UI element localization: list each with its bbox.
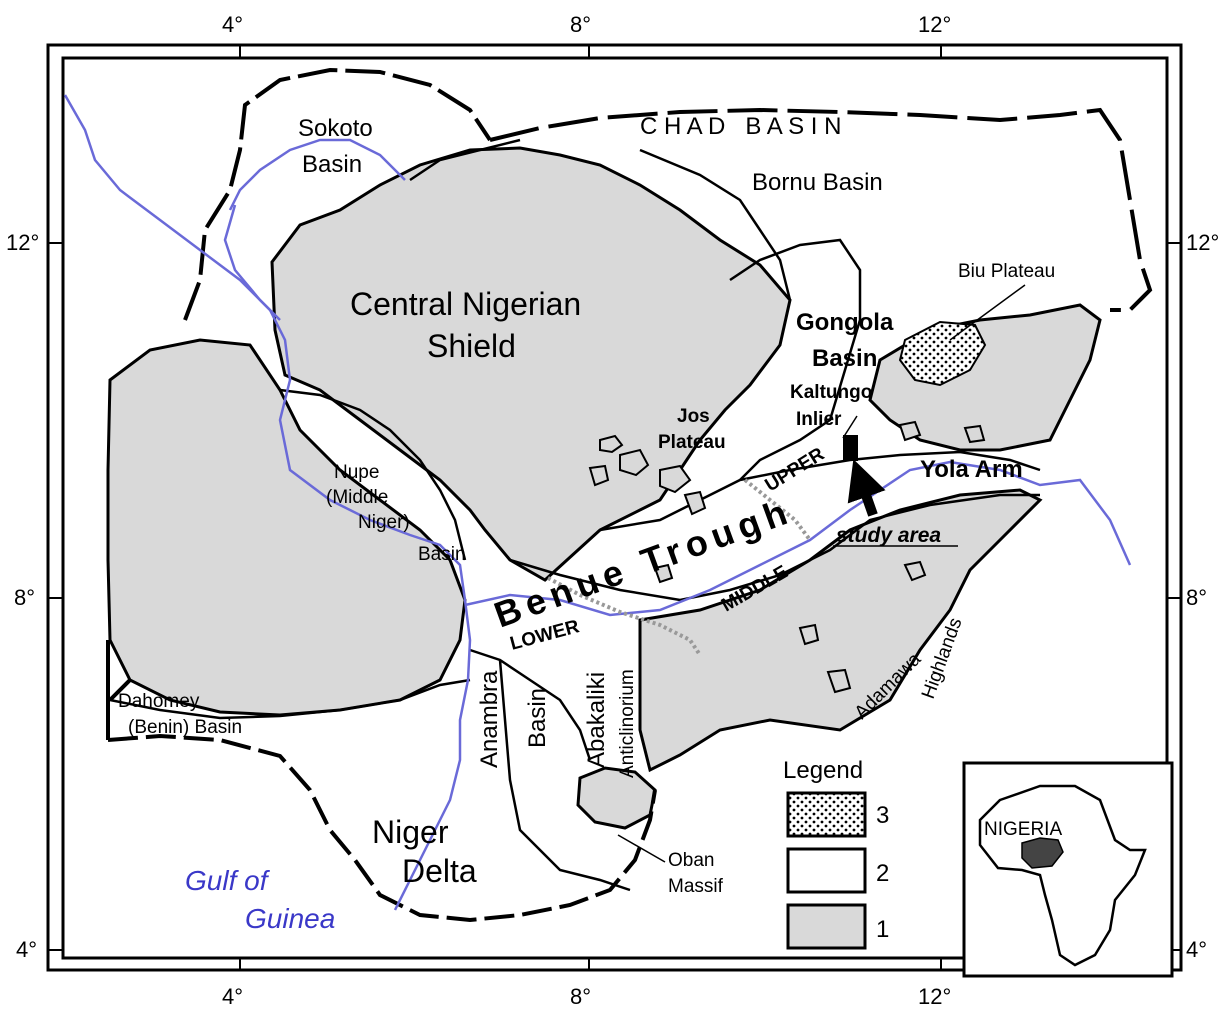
southwest-coast [107, 733, 657, 923]
lower-middle-divide [547, 576, 702, 657]
study-area-box [843, 435, 858, 461]
trough-north-edge [599, 450, 1041, 532]
legend-swatch-3 [786, 791, 867, 838]
northwest-boundary [183, 67, 492, 321]
legend-label-2: 2 [876, 860, 889, 887]
tick-top-4: 4° [222, 12, 243, 37]
gulf-label-1: Gulf of [185, 865, 271, 896]
sokoto-label-1: Sokoto [298, 115, 373, 142]
nupe-line [279, 388, 467, 561]
trough-south-edge [509, 493, 1040, 602]
eastern-basement-south [638, 488, 1043, 773]
nupe-label-2: (Middle [326, 487, 388, 508]
bornu-inner-line [409, 138, 792, 301]
jos-outcrop-5 [683, 490, 707, 516]
jos-outcrop-1 [599, 434, 624, 454]
sokoto-river [228, 138, 406, 211]
nigeria-shape [1021, 837, 1064, 869]
chad-basin-boundary [489, 107, 1153, 312]
gongola-label-1: Gongola [796, 309, 894, 336]
tick-right-8: 8° [1186, 585, 1207, 610]
jos-outcrop-3 [588, 464, 610, 487]
legend-label-1: 1 [876, 916, 889, 943]
anambra-abakaliki [469, 648, 631, 892]
outcrop-east [963, 424, 986, 444]
legend-swatch-2 [786, 847, 867, 894]
map-inner-frame [61, 56, 1169, 960]
jos-outcrop-4 [659, 464, 692, 494]
anambra-label: Anambra [476, 670, 503, 768]
nupe-label-1: Nupe [334, 462, 379, 483]
gulf-label-2: Guinea [245, 903, 335, 934]
oban-label-1: Oban [668, 850, 714, 871]
trough-divisions [547, 478, 812, 657]
tick-bottom-4: 4° [222, 984, 243, 1009]
anambra-basin-label: Basin [524, 688, 551, 748]
chad-basin-label: C H A D B A S I N [640, 113, 841, 140]
jos-label-2: Plateau [658, 432, 726, 453]
outcrop-adamawa-3 [826, 668, 852, 694]
africa-outline [978, 784, 1147, 967]
yola-arm-label: Yola Arm [920, 456, 1023, 483]
middle-upper-divide [743, 478, 812, 542]
benue-river [464, 460, 1132, 617]
outcrop-adamawa-1 [903, 560, 927, 582]
study-area-arrow [847, 459, 886, 517]
gongola-boundary [729, 238, 862, 481]
inner-lines [109, 138, 1041, 892]
jos-outcrop-2 [619, 448, 650, 477]
tick-left-8: 8° [14, 585, 35, 610]
tick-top-12: 12° [918, 12, 951, 37]
biu-leader [949, 284, 1026, 341]
oban-label-2: Massif [668, 876, 724, 897]
outcrop-adamawa-2 [798, 623, 820, 646]
nupe-label-4: Basin [418, 544, 466, 565]
legend-title: Legend [783, 757, 863, 784]
tick-left-12: 12° [6, 230, 39, 255]
kaltungo-leader [842, 415, 858, 439]
niger-river-upper [63, 94, 472, 911]
tick-right-4: 4° [1186, 937, 1207, 962]
central-shield-label-2: Shield [427, 328, 516, 364]
tick-right-12: 12° [1186, 230, 1219, 255]
sokoto-river-2 [223, 204, 281, 321]
western-basement [106, 338, 467, 717]
niger-delta-label-2: Delta [402, 853, 477, 889]
inset-africa: NIGERIA [962, 761, 1174, 978]
biu-plateau-label: Biu Plateau [958, 261, 1055, 282]
inset-nigeria-label: NIGERIA [984, 819, 1062, 840]
outcrops [588, 420, 986, 694]
west-boundary [106, 640, 132, 740]
jos-label-1: Jos [677, 406, 710, 427]
kaltungo-label-1: Kaltungo [790, 382, 872, 403]
abakaliki-label: Abakaliki [583, 672, 610, 768]
tick-top-8: 8° [570, 12, 591, 37]
biu-plateau-area [898, 320, 987, 387]
tick-left-4: 4° [16, 937, 37, 962]
study-area-label: study area [836, 524, 941, 547]
central-shield-label-1: Central Nigerian [350, 286, 581, 322]
dahomey-label-2: (Benin) Basin [128, 717, 242, 738]
basin-boundaries [106, 67, 1153, 923]
tick-marks [48, 45, 1181, 970]
rivers [63, 94, 1132, 911]
nupe-label-3: Niger) [358, 512, 410, 533]
kaltungo-label-2: Inlier [796, 409, 842, 430]
outcrop-middle [653, 563, 674, 584]
tick-bottom-8: 8° [570, 984, 591, 1009]
dahomey-label-1: Dahomey [118, 691, 200, 712]
legend-swatch-1 [786, 903, 867, 950]
anticlinorium-label: Anticlinorium [617, 669, 638, 778]
dahomey-line [109, 678, 471, 720]
oban-leader [617, 834, 666, 863]
tick-bottom-12: 12° [918, 984, 951, 1009]
legend: Legend 3 2 1 [783, 757, 889, 950]
gongola-label-2: Basin [812, 345, 877, 372]
niger-delta-label-1: Niger [372, 814, 449, 850]
outcrop-kaltungo [898, 420, 922, 442]
legend-label-3: 3 [876, 802, 889, 829]
bornu-basin-label: Bornu Basin [752, 169, 883, 196]
sokoto-label-2: Basin [302, 151, 362, 178]
